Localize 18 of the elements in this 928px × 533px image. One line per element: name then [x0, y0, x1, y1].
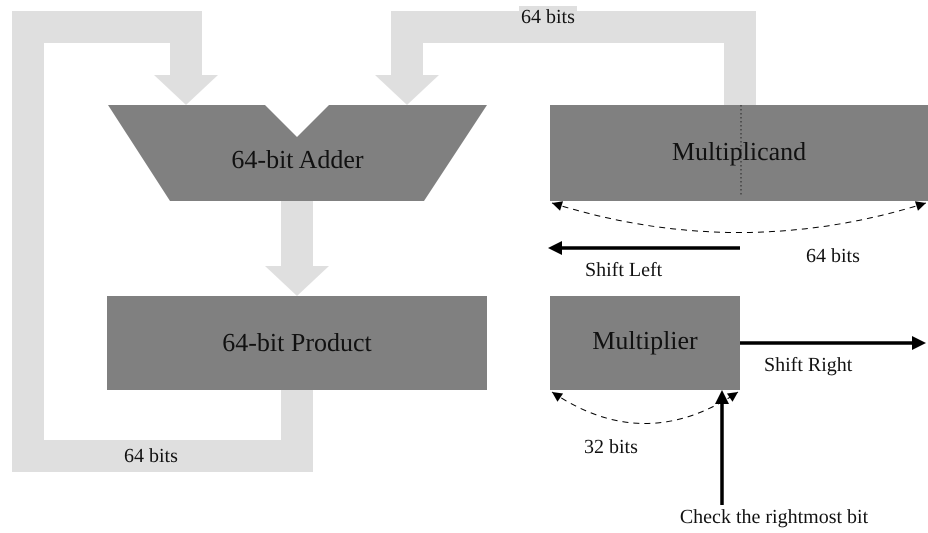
- node-label: Check the rightmost bit: [680, 505, 868, 529]
- register-box: [550, 105, 928, 201]
- bus-arrow: [265, 201, 329, 296]
- register-box: [107, 296, 487, 390]
- arrow-label: Shift Left: [585, 259, 662, 281]
- dimension-label: 64 bits: [806, 245, 860, 267]
- adder-trapezoid: [108, 105, 487, 201]
- arrow: [740, 336, 926, 350]
- node-label: 64-bit Product: [222, 328, 372, 358]
- node-label: Multiplicand: [672, 137, 806, 167]
- node-label: 64-bit Adder: [231, 145, 364, 175]
- node-label: Multiplier: [592, 326, 698, 356]
- bus-arrow: [375, 11, 756, 105]
- arrow: [715, 390, 729, 505]
- register-box: [550, 296, 740, 390]
- bus-arrow: [12, 11, 313, 472]
- dimension-label: 32 bits: [584, 436, 638, 458]
- edge-label: Shift Right: [762, 354, 854, 376]
